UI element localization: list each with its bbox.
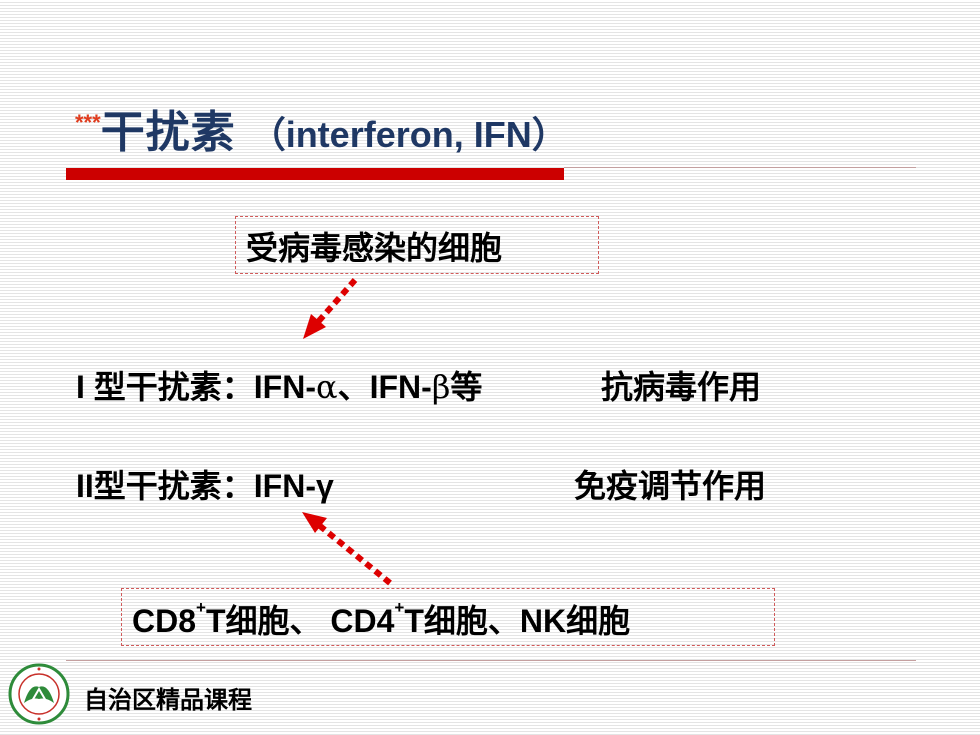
arrow-infected-to-type1 bbox=[303, 278, 358, 339]
cd4-text: T细胞、 CD4 bbox=[205, 603, 395, 639]
beta-symbol: β bbox=[431, 368, 451, 406]
arrow-cells-to-type2 bbox=[302, 512, 392, 586]
title-divider-line bbox=[564, 167, 916, 168]
alpha-symbol: α bbox=[316, 368, 338, 406]
footer-course-label: 自治区精品课程 bbox=[84, 687, 252, 714]
type2-ifn-line: II型干扰素：IFN-γ bbox=[76, 468, 334, 504]
university-seal-icon bbox=[8, 663, 70, 725]
infected-cell-box: 受病毒感染的细胞 bbox=[235, 216, 599, 274]
antiviral-effect: 抗病毒作用 bbox=[601, 369, 762, 405]
slide-title: ***干扰素 （interferon, IFN） bbox=[75, 96, 568, 166]
type1-suffix: 等 bbox=[450, 369, 483, 405]
type1-mid: 、IFN- bbox=[337, 369, 432, 405]
cd8-text: CD8 bbox=[132, 603, 197, 639]
footer-divider-line bbox=[66, 660, 916, 661]
infected-cell-label: 受病毒感染的细胞 bbox=[246, 230, 503, 266]
cd8-sup: + bbox=[196, 598, 206, 617]
immunoregulation-effect: 免疫调节作用 bbox=[574, 468, 767, 504]
title-accent-bar bbox=[66, 168, 564, 180]
nk-text: T细胞、NK细胞 bbox=[404, 603, 631, 639]
producer-cells-box: CD8+T细胞、 CD4+T细胞、NK细胞 bbox=[121, 588, 775, 646]
type1-ifn-line: I 型干扰素：IFN-α、IFN-β等 bbox=[76, 362, 482, 408]
cd4-sup: + bbox=[394, 598, 405, 617]
title-chinese: 干扰素 bbox=[100, 108, 236, 157]
type1-label: I 型干扰素：IFN- bbox=[76, 369, 316, 405]
title-english: （interferon, IFN） bbox=[249, 114, 568, 155]
title-marker: *** bbox=[75, 110, 101, 135]
